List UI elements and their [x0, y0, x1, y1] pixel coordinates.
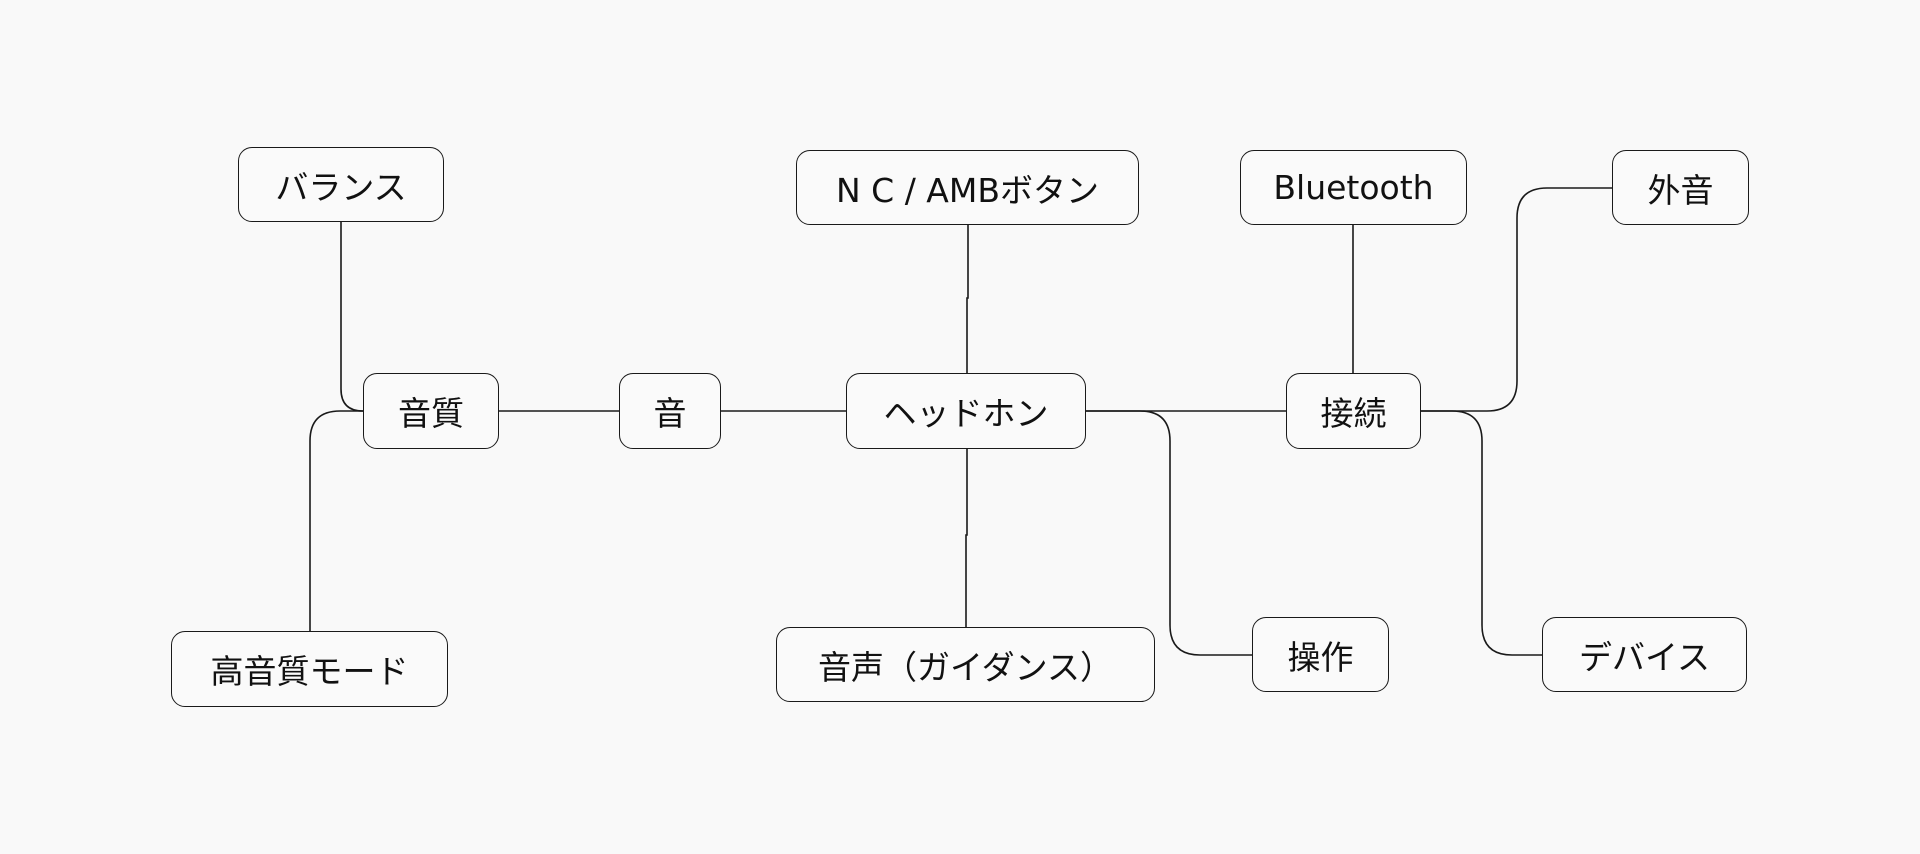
edge-headphone-voice-guidance: [965, 449, 968, 627]
node-voice-guidance-label: 音声（ガイダンス）: [817, 647, 1114, 687]
node-connection[interactable]: 接続: [1286, 373, 1421, 449]
edge-headphone-operation: [1086, 410, 1252, 656]
node-operation-label: 操作: [1287, 637, 1354, 677]
edge-sound-quality-balance: [340, 222, 364, 412]
edge-sound-quality-high-quality-mode: [309, 410, 363, 631]
node-ambient-sound-label: 外音: [1647, 170, 1714, 210]
node-high-quality-mode-label: 高音質モード: [210, 652, 409, 691]
node-balance-label: バランス: [275, 167, 407, 207]
node-nc-amb-button[interactable]: N C / AMBボタン: [796, 150, 1139, 225]
node-operation[interactable]: 操作: [1252, 617, 1389, 692]
edge-connection-ambient-sound: [1421, 187, 1612, 412]
node-bluetooth-label: Bluetooth: [1273, 168, 1434, 207]
edge-headphone-nc-amb-button: [966, 225, 969, 373]
node-ambient-sound[interactable]: 外音: [1612, 150, 1749, 225]
node-high-quality-mode[interactable]: 高音質モード: [171, 631, 448, 707]
node-voice-guidance[interactable]: 音声（ガイダンス）: [776, 627, 1155, 702]
node-connection-label: 接続: [1320, 394, 1387, 433]
node-sound[interactable]: 音: [619, 373, 721, 449]
node-sound-quality-label: 音質: [398, 394, 464, 433]
node-bluetooth[interactable]: Bluetooth: [1240, 150, 1467, 225]
node-device-label: デバイス: [1578, 637, 1710, 677]
node-balance[interactable]: バランス: [238, 147, 444, 222]
node-sound-label: 音: [653, 394, 687, 433]
node-headphone[interactable]: ヘッドホン: [846, 373, 1086, 449]
edge-connection-device: [1421, 410, 1542, 656]
node-nc-amb-button-label: N C / AMBボタン: [835, 170, 1099, 210]
node-device[interactable]: デバイス: [1542, 617, 1747, 692]
node-headphone-label: ヘッドホン: [883, 394, 1049, 433]
node-sound-quality[interactable]: 音質: [363, 373, 499, 449]
